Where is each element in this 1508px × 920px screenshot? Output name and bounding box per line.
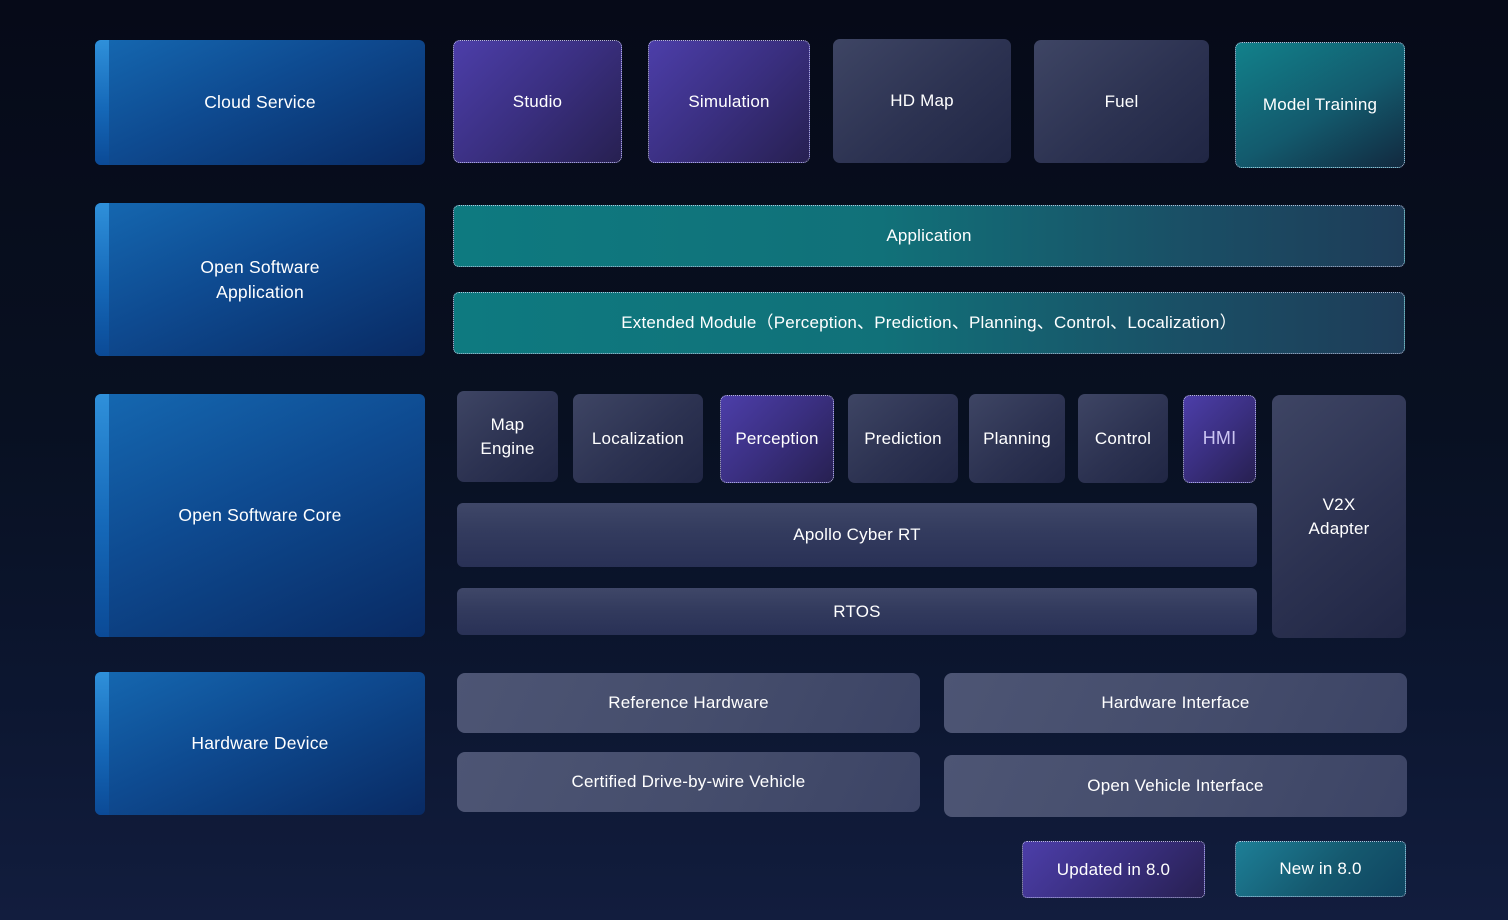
layer-cloud-service-label: Cloud Service — [204, 92, 316, 113]
node-rtos-label: RTOS — [833, 601, 881, 621]
node-hardware-interface-label: Hardware Interface — [1101, 693, 1250, 713]
node-rtos: RTOS — [457, 588, 1257, 635]
layer-cloud-service: Cloud Service — [95, 40, 425, 165]
node-fuel-label: Fuel — [1104, 91, 1139, 111]
node-perception: Perception — [720, 395, 834, 483]
node-hardware-interface: Hardware Interface — [944, 673, 1407, 733]
node-reference-hardware-label: Reference Hardware — [608, 693, 769, 713]
layer-open-software-core-label: Open Software Core — [178, 505, 342, 526]
node-certified-drive-by-wire-vehicle: Certified Drive-by-wire Vehicle — [457, 752, 920, 812]
node-application-label: Application — [886, 226, 972, 246]
node-v2x-adapter-label: V2X Adapter — [1308, 494, 1370, 538]
node-simulation: Simulation — [648, 40, 810, 163]
layer-hardware-device-label: Hardware Device — [191, 733, 329, 754]
legend-updated-badge: Updated in 8.0 — [1022, 841, 1205, 898]
layer-open-software-application: Open Software Application — [95, 203, 425, 356]
node-reference-hardware: Reference Hardware — [457, 673, 920, 733]
node-prediction: Prediction — [848, 394, 958, 483]
node-extended-module: Extended Module（Perception、Prediction、Pl… — [453, 292, 1405, 354]
legend-updated-label: Updated in 8.0 — [1056, 859, 1171, 879]
node-open-vehicle-interface-label: Open Vehicle Interface — [1087, 776, 1264, 796]
node-hmi-label: HMI — [1202, 428, 1237, 449]
node-perception-label: Perception — [735, 429, 819, 449]
node-map-engine-label: Map Engine — [480, 414, 535, 458]
layer-open-software-application-label: Open Software Application — [200, 257, 320, 302]
node-v2x-adapter: V2X Adapter — [1272, 395, 1406, 638]
node-control-label: Control — [1094, 428, 1152, 448]
node-control: Control — [1078, 394, 1168, 483]
node-model-training: Model Training — [1235, 42, 1405, 168]
node-apollo-cyber-rt-label: Apollo Cyber RT — [793, 525, 921, 545]
legend-new-badge: New in 8.0 — [1235, 841, 1406, 897]
node-studio-label: Studio — [512, 91, 563, 111]
node-localization-label: Localization — [591, 428, 685, 448]
node-localization: Localization — [573, 394, 703, 483]
node-certified-drive-by-wire-vehicle-label: Certified Drive-by-wire Vehicle — [571, 772, 806, 792]
node-fuel: Fuel — [1034, 40, 1209, 163]
node-hd-map: HD Map — [833, 39, 1011, 163]
node-apollo-cyber-rt: Apollo Cyber RT — [457, 503, 1257, 567]
node-planning-label: Planning — [983, 428, 1051, 448]
legend-new-label: New in 8.0 — [1279, 859, 1362, 879]
node-prediction-label: Prediction — [864, 428, 942, 448]
node-model-training-label: Model Training — [1262, 95, 1378, 115]
node-application: Application — [453, 205, 1405, 267]
node-hd-map-label: HD Map — [890, 91, 954, 111]
layer-open-software-core: Open Software Core — [95, 394, 425, 637]
node-extended-module-label: Extended Module（Perception、Prediction、Pl… — [621, 313, 1237, 333]
node-simulation-label: Simulation — [688, 91, 770, 111]
node-planning: Planning — [969, 394, 1065, 483]
node-hmi: HMI — [1183, 395, 1256, 483]
node-map-engine: Map Engine — [457, 391, 558, 482]
node-studio: Studio — [453, 40, 622, 163]
layer-hardware-device: Hardware Device — [95, 672, 425, 815]
node-open-vehicle-interface: Open Vehicle Interface — [944, 755, 1407, 817]
